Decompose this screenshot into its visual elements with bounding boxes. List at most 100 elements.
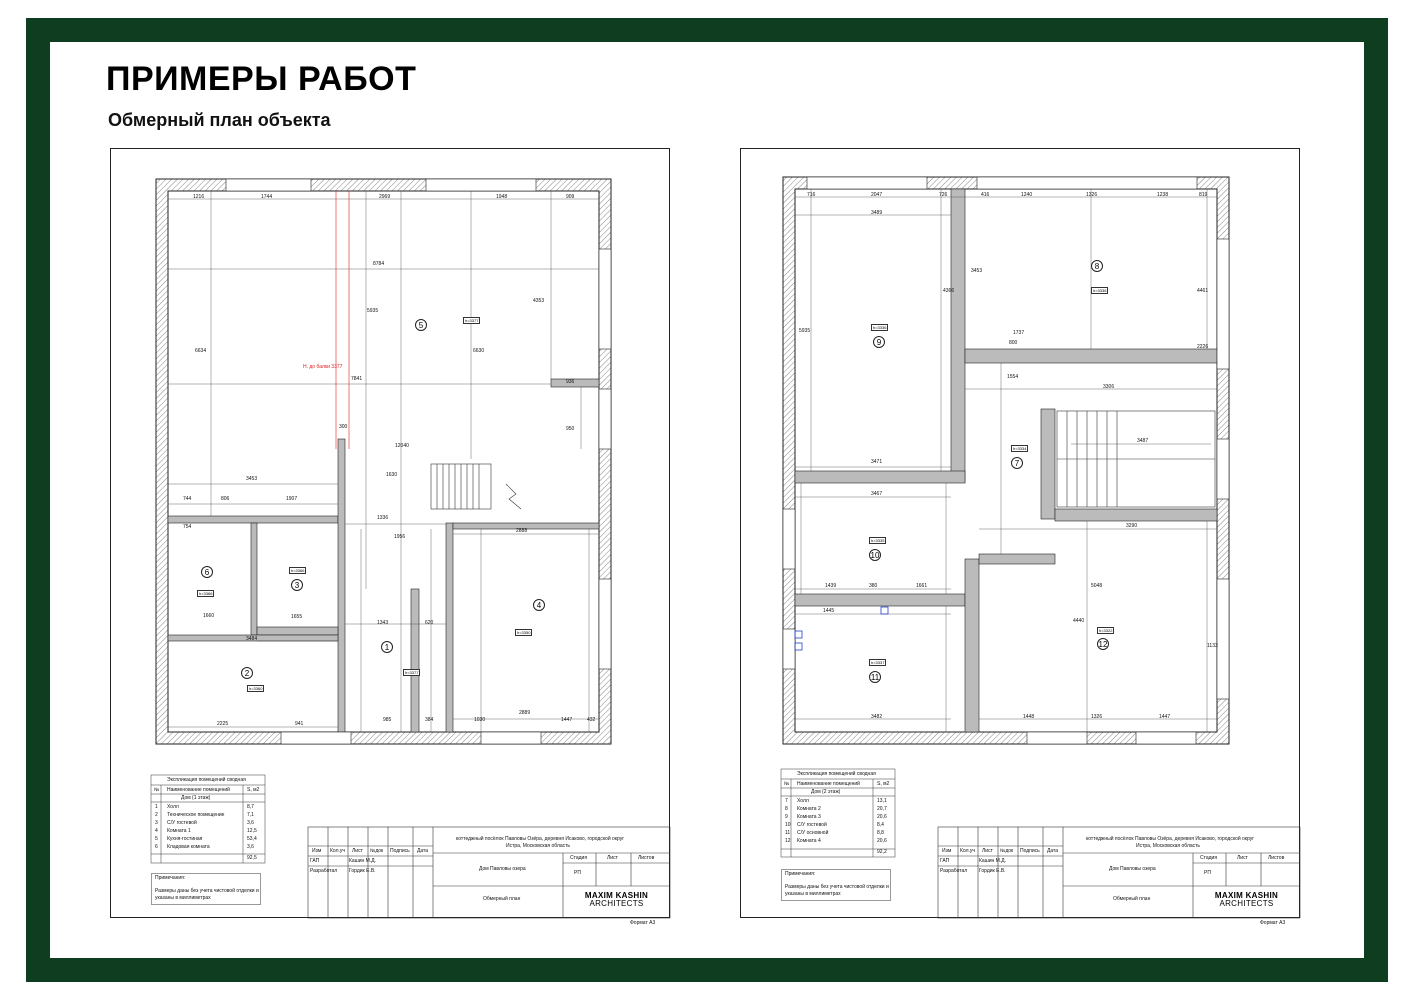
explication-title: Экспликация помещений сводная <box>167 777 246 783</box>
table-cell: Холл <box>167 804 179 810</box>
dim-label: 1447 <box>1159 714 1171 720</box>
dim-label: 1660 <box>203 613 215 619</box>
stamp-col: Кол.уч <box>330 848 345 854</box>
dim-label: 432 <box>587 717 596 723</box>
table-cell: 2 <box>155 812 158 818</box>
stamp-sheet-label: Лист <box>1237 855 1248 861</box>
dim-label: 3484 <box>246 636 258 642</box>
dim-label: 5048 <box>1091 583 1103 589</box>
table-cell: 20,7 <box>877 806 887 812</box>
table-group: Дом (2 этаж) <box>811 789 841 795</box>
table-cell: 13,1 <box>877 798 887 804</box>
dim-label: 2969 <box>379 194 391 200</box>
wall-storage-east <box>250 522 258 636</box>
table-header: № <box>154 787 160 793</box>
dim-label: 726 <box>939 192 948 198</box>
room-number: 9 <box>873 336 885 348</box>
dim-label: 1133 <box>1207 643 1218 649</box>
stamp-stage: РП <box>1204 870 1211 876</box>
table-cell: 3,6 <box>247 820 254 826</box>
stamp-drawing: Обмерный план <box>1113 896 1151 902</box>
dim-label: 936 <box>566 379 575 385</box>
stamp-col: Изм <box>312 848 322 854</box>
table-group: Дом (1 этаж) <box>181 795 211 801</box>
dim-label: 1216 <box>193 194 205 200</box>
dim-label: 1744 <box>261 194 273 200</box>
table-cell: 6 <box>155 844 158 850</box>
dim-label: 12040 <box>395 443 409 449</box>
stamp-stage-label: Стадия <box>1200 855 1218 861</box>
table-cell: Комната 1 <box>167 828 191 834</box>
table-cell: С/У гостевой <box>797 822 827 828</box>
height-tag: h=3366 <box>289 567 307 574</box>
dim-label: 716 <box>807 192 816 198</box>
dim-label: 3489 <box>871 210 883 216</box>
stamp-gap-name: Кашин М.Д. <box>349 858 376 864</box>
wall-tech-north <box>167 634 339 642</box>
dim-label: 5935 <box>799 328 811 334</box>
dim-label: 2225 <box>217 721 229 727</box>
dim-label: 4440 <box>1073 618 1085 624</box>
dim-label: 3467 <box>871 491 883 497</box>
dim-label: 3453 <box>971 268 983 274</box>
height-tag: h=3334 <box>1011 445 1029 452</box>
table-cell: 10 <box>785 822 791 828</box>
table-cell: 20,6 <box>877 814 887 820</box>
table-cell: Холл <box>797 798 809 804</box>
dim-label: 1447 <box>561 717 573 723</box>
height-tag: h=3335 <box>869 537 887 544</box>
table-total: 92,2 <box>877 849 887 855</box>
stamp-sheet-label: Лист <box>607 855 618 861</box>
dim-label: 1343 <box>377 620 389 626</box>
blue-markers <box>794 606 889 651</box>
room-number: 3 <box>291 579 303 591</box>
wall-hall-inner <box>410 588 420 733</box>
notes-text: указаны в миллиметрах <box>155 895 211 901</box>
table-cell: Комната 2 <box>797 806 821 812</box>
table-cell: Кладовая комната <box>167 844 210 850</box>
stamp-sheets-label: Листов <box>1268 855 1285 861</box>
stamp-gap-name: Кашин М.Д. <box>979 858 1006 864</box>
table-header: Наименование помещений <box>797 781 860 787</box>
wall-kitchen-south <box>167 515 339 524</box>
stamp-address: Истра, Московская область <box>506 843 571 849</box>
dim-label: 1326 <box>1086 192 1098 198</box>
wall-room12-north <box>1054 508 1218 522</box>
table-cell: Кухня-гостиная <box>167 836 203 842</box>
notes-box <box>151 873 261 905</box>
stamp-gap-label: ГАП <box>310 858 320 864</box>
wall-hall-west <box>337 438 346 733</box>
table-cell: 7,1 <box>247 812 254 818</box>
height-tag: h=3322 <box>1097 627 1115 634</box>
table-cell: 3 <box>155 820 158 826</box>
table-cell: С/У основной <box>797 830 829 836</box>
room-number: 10 <box>869 549 881 561</box>
dim-label: 2047 <box>871 192 883 198</box>
table-total: 92,5 <box>247 855 257 861</box>
wall-room8-south <box>964 348 1218 364</box>
table-cell: 53,4 <box>247 836 257 842</box>
room-number: 11 <box>869 671 881 683</box>
stamp-col: Изм <box>942 848 952 854</box>
room-number: 8 <box>1091 260 1103 272</box>
table-cell: 12 <box>785 838 791 844</box>
dim-label: 620 <box>425 620 434 626</box>
table-header: Наименование помещений <box>167 787 230 793</box>
table-header: S, м2 <box>877 781 890 787</box>
floor-plan-1-drawing <box>155 178 612 745</box>
table-cell: С/У гостевой <box>167 820 197 826</box>
dim-label: 2889 <box>519 710 531 716</box>
stamp-col: Кол.уч <box>960 848 975 854</box>
dim-label: 380 <box>869 583 878 589</box>
stamp-col: Подпись <box>390 848 410 854</box>
stamp-drawing: Обмерный план <box>483 896 521 902</box>
stamp-col: №док <box>1000 848 1014 854</box>
table-cell: 1 <box>155 804 158 810</box>
dim-label: 300 <box>339 424 348 430</box>
dim-label: 3290 <box>1126 523 1138 529</box>
room-number: 1 <box>381 641 393 653</box>
wall-wc-south <box>256 626 339 636</box>
dim-label: 1439 <box>825 583 837 589</box>
dim-label: 3471 <box>871 459 883 465</box>
